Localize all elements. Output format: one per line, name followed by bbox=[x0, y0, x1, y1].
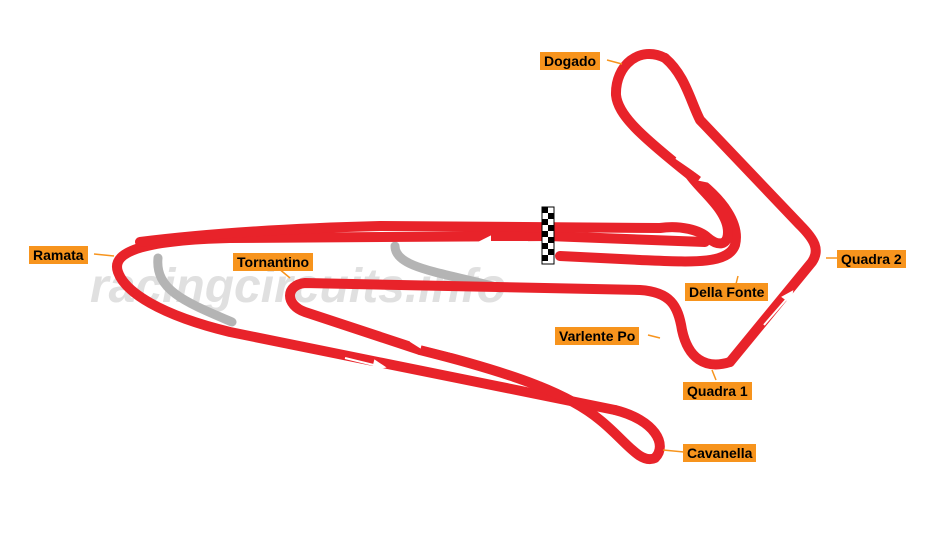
main-circuit bbox=[112, 48, 821, 465]
direction-arrows bbox=[344, 157, 794, 371]
corner-label-varlente-po: Varlente Po bbox=[555, 327, 640, 345]
start-finish-flag-icon bbox=[541, 206, 555, 265]
track-back-straight bbox=[135, 221, 713, 247]
corner-label-ramata: Ramata bbox=[29, 246, 88, 264]
corner-label-tornantino: Tornantino bbox=[233, 253, 314, 271]
direction-arrow-icon bbox=[477, 235, 528, 249]
track-della-fonte bbox=[685, 170, 733, 249]
direction-arrow-icon bbox=[763, 290, 794, 326]
direction-arrow-icon bbox=[409, 337, 453, 353]
corner-label-dogado: Dogado bbox=[540, 52, 601, 70]
track-cavanella bbox=[415, 345, 665, 465]
direction-arrow-icon bbox=[675, 157, 712, 184]
corner-label-della-fonte: Della Fonte bbox=[685, 283, 769, 301]
track-quadra bbox=[660, 53, 821, 367]
track-varlente-po bbox=[285, 278, 735, 370]
direction-arrow-icon bbox=[344, 357, 387, 371]
corner-label-quadra-1: Quadra 1 bbox=[683, 382, 752, 400]
track-start-straight bbox=[543, 231, 710, 247]
corner-label-quadra-2: Quadra 2 bbox=[837, 250, 906, 268]
corner-label-cavanella: Cavanella bbox=[683, 444, 757, 462]
unused-section-ramata-link bbox=[153, 253, 237, 327]
